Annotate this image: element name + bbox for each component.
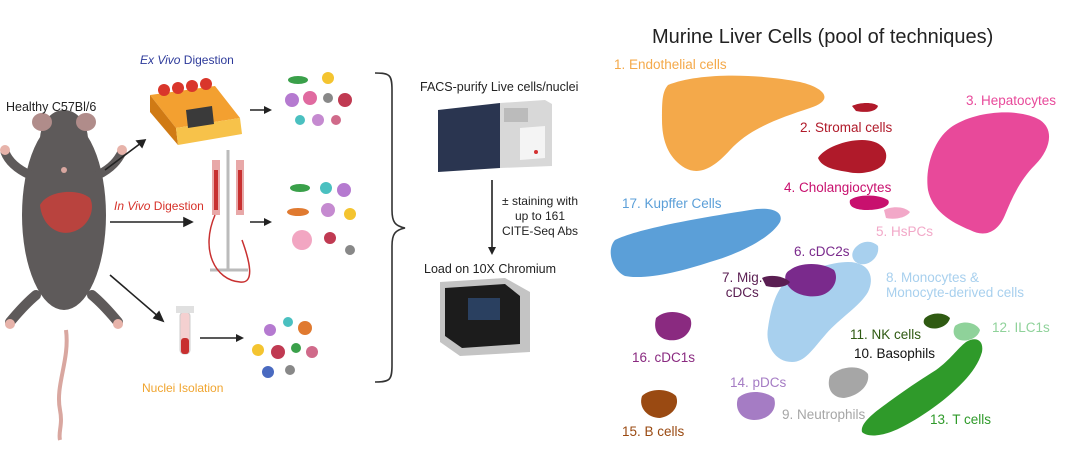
- label-endothelial: 1. Endothelial cells: [614, 57, 727, 72]
- label-basophils: 10. Basophils: [854, 346, 936, 361]
- label-hspcs: 5. HsPCs: [876, 224, 934, 239]
- mouse-illustration: [0, 110, 127, 441]
- label-monocytes: 8. Monocytes & Monocyte-derived cells: [886, 270, 1025, 301]
- label-pdcs: 14. pDCs: [730, 375, 787, 390]
- ex-vivo-digester: [150, 78, 242, 145]
- load-label: Load on 10X Chromium: [424, 262, 557, 276]
- cell-icons-ex-vivo: [285, 72, 352, 126]
- label-kupffer: 17. Kupffer Cells: [622, 196, 722, 211]
- cluster-nkcells: [923, 313, 950, 329]
- cluster-migcdcs: [762, 275, 790, 288]
- label-neutrophils: 9. Neutrophils: [782, 407, 866, 422]
- bracket: [374, 72, 406, 383]
- branch-arrows: [104, 139, 194, 323]
- facs-machine: [438, 100, 552, 172]
- cluster-hepatocytes: [927, 112, 1050, 234]
- ex-vivo-label: Ex Vivo Digestion: [140, 53, 234, 67]
- label-tcells: 13. T cells: [930, 412, 992, 427]
- cluster-pdcs: [736, 392, 775, 420]
- chromium-device: [440, 278, 530, 356]
- ex-vivo-italic: Ex Vivo: [140, 53, 181, 67]
- label-bcells: 15. B cells: [622, 424, 685, 439]
- umap-title: Murine Liver Cells (pool of techniques): [652, 26, 994, 48]
- cluster-cholangiocytes: [849, 195, 889, 210]
- cluster-stromal: [852, 103, 878, 112]
- in-vivo-italic: In Vivo: [114, 199, 151, 213]
- mouse-label: Healthy C57Bl/6: [6, 100, 97, 114]
- staining-line-2: up to 161: [514, 209, 566, 223]
- in-vivo-label: In Vivo Digestion: [114, 199, 204, 213]
- in-vivo-rest: Digestion: [150, 199, 204, 213]
- nuclei-label: Nuclei Isolation: [142, 381, 224, 395]
- cluster-tcells: [861, 339, 983, 436]
- label-migcdcs: 7. Mig. cDCs: [722, 270, 763, 301]
- cluster-monocytes-2: [852, 241, 879, 265]
- label-cdc2s: 6. cDC2s: [794, 244, 850, 259]
- staining-label: ± staining with up to 161 CITE-Seq Abs: [502, 194, 578, 239]
- cluster-cdc2s: [785, 264, 837, 297]
- cell-icons-in-vivo: [287, 182, 356, 255]
- nuclei-icons: [252, 317, 318, 378]
- cluster-cdc1s: [655, 312, 692, 341]
- staining-line-3: CITE-Seq Abs: [502, 224, 579, 238]
- cluster-kupffer: [610, 208, 781, 278]
- label-stromal: 2. Stromal cells: [800, 120, 893, 135]
- label-nkcells: 11. NK cells: [850, 327, 922, 342]
- label-hepatocytes: 3. Hepatocytes: [966, 93, 1057, 108]
- label-cdc1s: 16. cDC1s: [632, 350, 696, 365]
- staining-line-1: ± staining with: [502, 194, 578, 208]
- ex-vivo-rest: Digestion: [180, 53, 234, 67]
- facs-label: FACS-purify Live cells/nuclei: [420, 80, 579, 94]
- cluster-neutrophils: [828, 367, 869, 398]
- in-vivo-perfusion: [208, 150, 251, 283]
- cluster-stromal-main: [818, 140, 887, 174]
- cluster-bcells: [641, 390, 678, 418]
- nuclei-tube: [176, 306, 194, 355]
- cluster-ilc1s: [953, 322, 980, 341]
- label-cholangiocytes: 4. Cholangiocytes: [784, 180, 892, 195]
- label-ilc1s: 12. ILC1s: [992, 320, 1050, 335]
- cluster-endothelial: [662, 75, 825, 171]
- cluster-hspcs: [884, 207, 910, 219]
